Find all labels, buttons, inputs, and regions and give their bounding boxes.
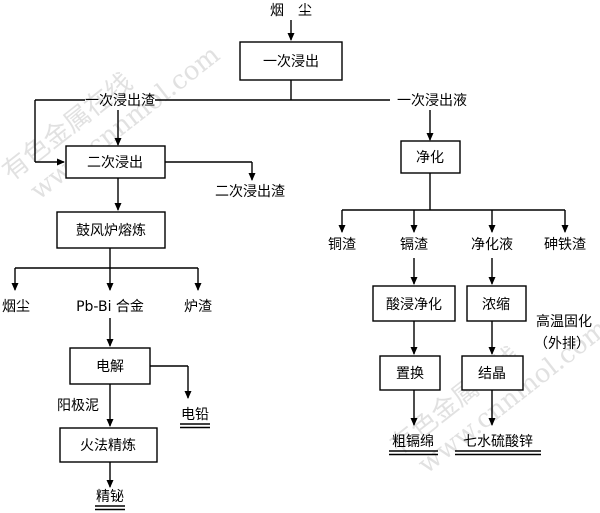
box-acid-leach-purify	[372, 285, 456, 322]
label-pb-bi-alloy: Pb-Bi 合金	[76, 299, 144, 315]
label-crystallize: 结晶	[478, 366, 506, 382]
label-leach1-residue: 一次浸出渣	[85, 93, 155, 109]
label-arsenic-iron-slag: 砷铁渣	[544, 237, 586, 253]
label-leach1: 一次浸出	[263, 54, 319, 70]
box-purify	[400, 140, 461, 174]
box-leach1	[239, 41, 343, 81]
box-leach2	[65, 145, 166, 179]
label-copper-slag: 铜渣	[328, 237, 356, 253]
label-refined-bismuth: 精铋	[96, 489, 124, 505]
product-underlines	[95, 423, 541, 511]
label-electrolysis: 电解	[96, 359, 124, 375]
label-discharge: （外排）	[534, 336, 590, 352]
label-electrolytic-lead: 电铅	[181, 407, 209, 423]
watermark-left: 有色金属在线 www.cnnmol.com	[0, 40, 226, 206]
label-purified-solution: 净化液	[471, 237, 513, 253]
box-fire-refining	[59, 427, 158, 463]
label-acid-leach-purify: 酸浸净化	[386, 297, 442, 313]
label-purify: 净化	[416, 150, 444, 166]
box-crystallize	[461, 355, 524, 391]
label-displacement: 置换	[396, 365, 424, 382]
label-blast-furnace: 鼓风炉熔炼	[76, 223, 146, 239]
box-blast-furnace	[56, 211, 166, 249]
label-dust-input: 烟 尘	[270, 3, 312, 19]
label-fire-refining: 火法精炼	[80, 438, 136, 454]
label-zinc-sulfate: 七水硫酸锌	[463, 434, 533, 450]
labels: 烟 尘 一次浸出 一次浸出渣 一次浸出液 二次浸出 二次浸出渣 净化 鼓风炉熔炼…	[2, 3, 592, 505]
label-concentrate: 浓缩	[482, 297, 510, 313]
box-electrolysis	[69, 347, 151, 385]
label-cadmium-slag: 镉渣	[400, 237, 428, 253]
process-boxes	[56, 41, 527, 463]
label-leach1-solution: 一次浸出液	[397, 93, 467, 109]
box-concentrate	[466, 285, 527, 322]
box-displacement	[379, 355, 441, 391]
label-leach2-residue: 二次浸出渣	[215, 184, 285, 200]
label-high-temp-fix: 高温固化	[536, 313, 592, 330]
label-furnace-slag: 炉渣	[184, 299, 212, 315]
label-crude-cadmium-sponge: 粗镉绵	[392, 433, 434, 450]
label-dust-output: 烟尘	[2, 299, 30, 315]
label-anode-slime: 阳极泥	[57, 398, 99, 414]
label-leach2: 二次浸出	[87, 155, 143, 171]
connectors	[11, 20, 569, 488]
